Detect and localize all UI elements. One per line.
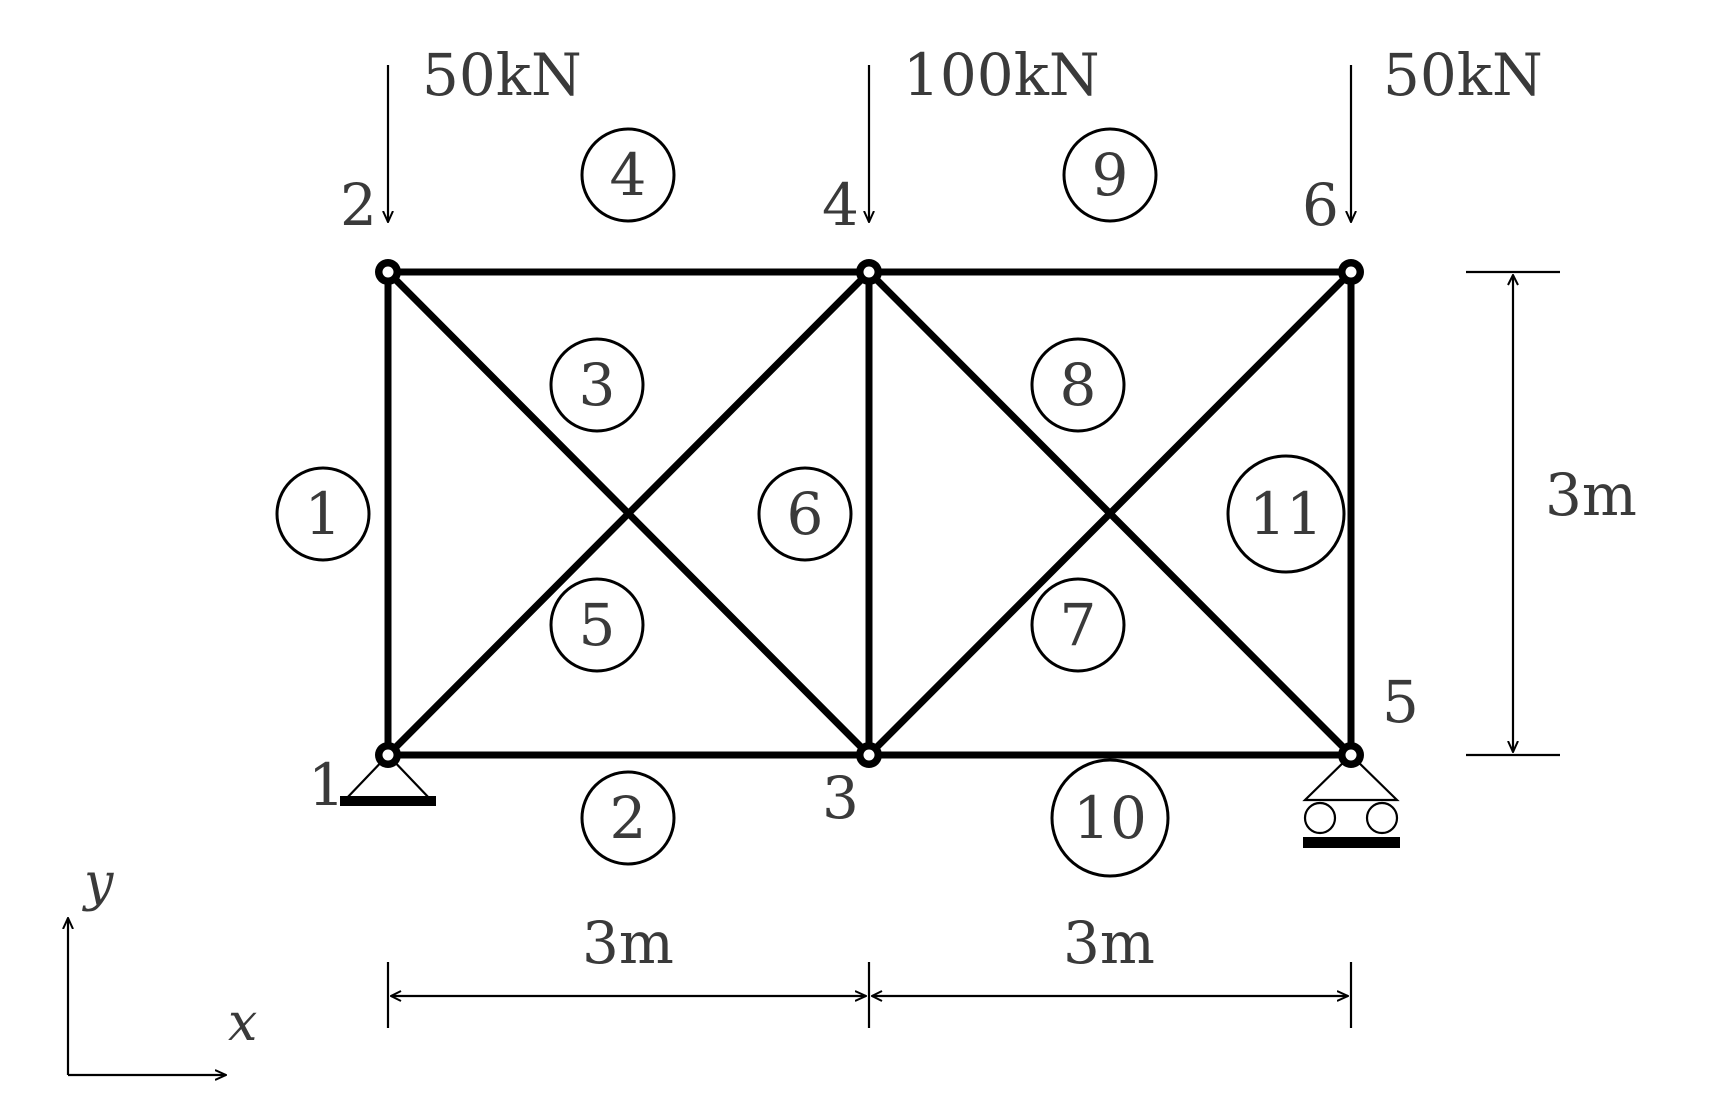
joint-1 <box>375 742 401 768</box>
height-dimension <box>1466 270 1560 757</box>
joint-6 <box>1338 259 1364 285</box>
member-label-5: 5 <box>549 577 645 673</box>
joint-5 <box>1338 742 1364 768</box>
svg-text:8: 8 <box>1060 351 1097 419</box>
load-arrows <box>388 65 1351 222</box>
member-label-4: 4 <box>580 127 676 223</box>
svg-text:9: 9 <box>1092 141 1129 209</box>
pin-support <box>340 753 436 806</box>
svg-text:6: 6 <box>787 480 824 548</box>
svg-text:1: 1 <box>305 480 342 548</box>
member-labels: 1 2 3 4 5 6 7 8 9 10 11 <box>275 127 1346 878</box>
span-left-label: 3m <box>582 909 674 977</box>
coordinate-axes <box>68 918 226 1075</box>
node-label-3: 3 <box>822 764 859 832</box>
node-label-5: 5 <box>1382 668 1419 736</box>
member-label-10: 10 <box>1050 758 1170 878</box>
member-label-1: 1 <box>275 466 371 562</box>
svg-text:4: 4 <box>610 141 647 209</box>
member-5-line <box>384 268 873 759</box>
member-label-11: 11 <box>1226 454 1346 574</box>
member-label-9: 9 <box>1062 127 1158 223</box>
joint-3 <box>856 742 882 768</box>
node-label-6: 6 <box>1302 171 1339 239</box>
x-axis-label: x <box>228 993 257 1053</box>
load-label-node-2: 50kN <box>422 41 582 109</box>
svg-text:5: 5 <box>579 591 616 659</box>
height-dimension-label: 3m <box>1545 461 1637 529</box>
member-label-8: 8 <box>1030 337 1126 433</box>
joint-4 <box>856 259 882 285</box>
member-label-2: 2 <box>580 770 676 866</box>
joints <box>375 259 1364 768</box>
joint-2 <box>375 259 401 285</box>
truss-members <box>384 268 1355 759</box>
member-label-7: 7 <box>1030 577 1126 673</box>
node-label-2: 2 <box>340 171 377 239</box>
span-dimensions <box>386 962 1353 1028</box>
node-label-4: 4 <box>822 171 859 239</box>
span-right-label: 3m <box>1063 909 1155 977</box>
svg-text:3: 3 <box>579 351 616 419</box>
member-label-6: 6 <box>757 466 853 562</box>
svg-text:10: 10 <box>1073 784 1147 852</box>
member-8-line <box>865 268 1355 759</box>
load-label-node-6: 50kN <box>1383 41 1543 109</box>
roller-support <box>1302 753 1400 848</box>
svg-text:11: 11 <box>1249 480 1323 548</box>
y-axis-label: y <box>82 853 114 913</box>
node-label-1: 1 <box>308 751 345 819</box>
load-label-node-4: 100kN <box>903 41 1100 109</box>
member-label-3: 3 <box>549 337 645 433</box>
svg-text:2: 2 <box>610 784 647 852</box>
svg-text:7: 7 <box>1060 591 1097 659</box>
